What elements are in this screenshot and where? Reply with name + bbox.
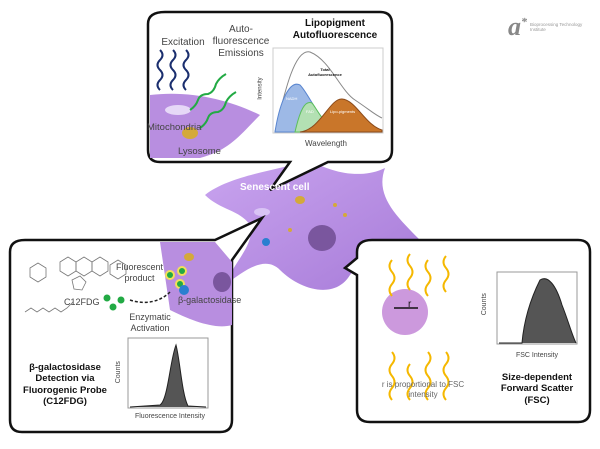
institute-logo: a* Bioprocessing Technology Institute [508, 12, 583, 41]
excitation-waves-icon [156, 49, 190, 91]
mitochondria-label: Mitochondria [147, 122, 202, 133]
fluorescent-product-label: Fluorescent product [115, 262, 164, 283]
lysosome-label: Lysosome [178, 146, 221, 157]
fsc-histogram [496, 271, 578, 345]
curve-label-total: Total Autofluorescence [308, 67, 342, 77]
curve-total [274, 51, 383, 133]
left-panel-title: β-galactosidase Detection via Fluorogeni… [23, 362, 107, 408]
beta-gal-label: β-galactosidase [178, 295, 242, 305]
fluorescent-product-icon [165, 266, 189, 295]
activation-arrow-icon [129, 291, 171, 304]
chemical-structure-icon [24, 256, 127, 313]
fsc-hist-ylabel: Counts [480, 293, 488, 316]
right-panel-title: Size-dependent Forward Scatter (FSC) [500, 372, 574, 406]
curve-label-fad: FAD [306, 109, 314, 114]
chart-ylabel: Intensity [257, 77, 264, 100]
activation-label: Enzymatic Activation [129, 312, 171, 333]
radius-label: r [408, 299, 412, 310]
curve-label-lipo: Lipo-pigments [330, 109, 356, 114]
hist-ylabel: Counts [114, 361, 122, 384]
c12fdg-label: C12FDG [64, 297, 100, 307]
cell-sphere [382, 289, 428, 335]
autofluorescence-chart [272, 47, 384, 134]
excitation-label: Excitation [161, 37, 205, 48]
emissions-label: Auto-fluorescence Emissions [212, 24, 270, 59]
senescent-cell-label: Senescent cell [240, 182, 310, 193]
fsc-caption: r is proportional to FSC intensity [381, 380, 465, 399]
chart-title: Lipopigment Autofluorescence [292, 18, 378, 41]
curve-label-nadh: NADH [286, 96, 298, 101]
fsc-hist-xlabel: FSC Intensity [515, 352, 558, 359]
emission-waves-icon [189, 73, 237, 129]
curve-lipo [299, 98, 383, 133]
fluorescence-histogram [127, 337, 209, 409]
chart-xlabel: Wavelength [305, 139, 347, 148]
scatter-waves-icon [388, 253, 450, 401]
hist-xlabel: Fluorescence Intensity [134, 413, 206, 420]
c12fdg-molecule-icon [103, 294, 125, 311]
